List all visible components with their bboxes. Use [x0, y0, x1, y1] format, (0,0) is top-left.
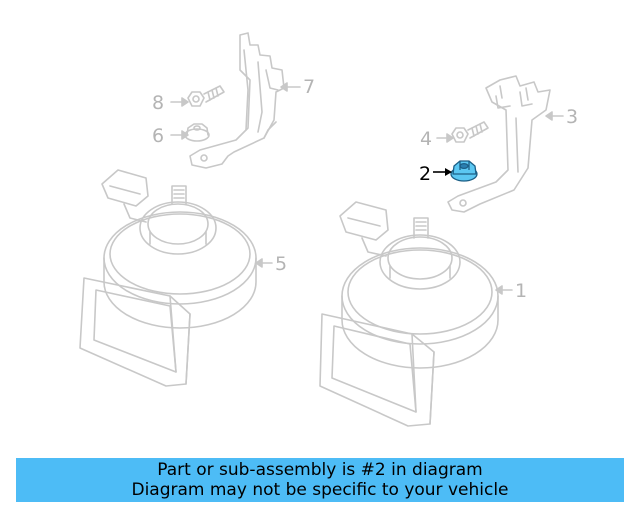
- callout-4: 4: [420, 128, 432, 150]
- bracket-7: [189, 32, 285, 169]
- callout-5: 5: [275, 253, 287, 275]
- info-banner: Part or sub-assembly is #2 in diagram Di…: [16, 458, 624, 502]
- bolt-4: [451, 121, 489, 143]
- callout-7: 7: [303, 76, 315, 98]
- leader-line-2: [433, 168, 452, 176]
- parts-diagram: 7 8 6 3 4 2 5 1: [79, 32, 578, 427]
- nut-6: [184, 123, 210, 142]
- leader-lines: [170, 82, 564, 295]
- nut-2-highlighted: [450, 160, 478, 182]
- callout-3: 3: [566, 106, 578, 128]
- banner-line-1: Part or sub-assembly is #2 in diagram: [157, 460, 483, 480]
- bracket-3: [447, 75, 551, 213]
- callout-6: 6: [152, 125, 164, 147]
- horn-5: [79, 169, 257, 387]
- callout-1: 1: [515, 280, 527, 302]
- horn-1: [319, 201, 499, 427]
- bolt-8: [187, 85, 225, 107]
- banner-line-2: Diagram may not be specific to your vehi…: [131, 480, 509, 500]
- callout-8: 8: [152, 92, 164, 114]
- callout-2: 2: [419, 163, 431, 185]
